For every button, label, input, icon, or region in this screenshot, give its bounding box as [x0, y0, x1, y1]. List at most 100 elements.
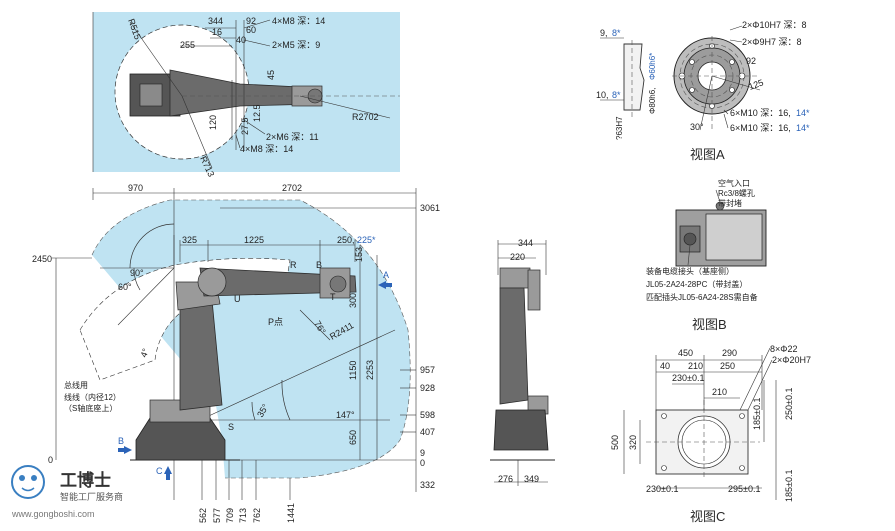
dim-1225: 1225 — [244, 235, 264, 245]
arrow-c — [164, 466, 172, 474]
va-dim-125: 125 — [747, 77, 765, 92]
dim-344-top: 344 — [208, 16, 223, 26]
vb-connector-2: JL05-2A24-28PC（带封盖） — [646, 279, 747, 289]
caption-view-c: 视图C — [690, 509, 725, 524]
label-t: T — [330, 292, 336, 302]
dim-2253: 2253 — [365, 360, 375, 380]
side-view: 970 2702 3061 2450 325 1225 250, 225* 15… — [32, 183, 440, 523]
arrow-a — [378, 281, 386, 289]
va-dim-10: 10, — [596, 90, 609, 100]
dim-713: 713 — [238, 508, 248, 523]
cable-label-3: （S轴底座上） — [64, 403, 117, 413]
label-c-arrow: C — [156, 466, 163, 476]
dim-928: 928 — [420, 383, 435, 393]
dim-300: 300 — [348, 293, 358, 308]
front-dim-276: 276 — [498, 474, 513, 484]
dim-762: 762 — [252, 508, 262, 523]
angle-147: 147° — [336, 410, 355, 420]
dim-970: 970 — [128, 183, 143, 193]
front-dim-220: 220 — [510, 252, 525, 262]
label-4xM8-top: 4×M8 深：14 — [272, 16, 325, 26]
dim-27-5: 27.5 — [240, 117, 250, 135]
label-b-arrow: B — [118, 436, 124, 446]
cable-label-2: 线线（内径12） — [64, 392, 121, 402]
view-a: 9, 8* 10, 8* Φ80h6, Φ60h6* ?63H7 2×Φ10H7… — [596, 20, 810, 162]
va-m10-b-alt: 14* — [796, 123, 810, 133]
vc-dim-290: 290 — [722, 348, 737, 358]
label-p-point: P点 — [268, 317, 283, 327]
va-dim-9: 9, — [600, 28, 608, 38]
dim-0-right: 0 — [420, 458, 425, 468]
dim-325: 325 — [182, 235, 197, 245]
dim-407: 407 — [420, 427, 435, 437]
caption-view-a: 视图A — [690, 147, 725, 162]
dim-1441: 1441 — [286, 503, 296, 523]
va-m10-a-alt: 14* — [796, 108, 810, 118]
dim-577: 577 — [212, 508, 222, 523]
vc-dim-500: 500 — [610, 435, 620, 450]
vb-air-1: 空气入口 — [718, 178, 750, 188]
front-view-wrist — [499, 267, 531, 289]
vb-connector-3: 匹配插头JL05-6A24-28S需自备 — [646, 292, 758, 302]
dim-255: 255 — [180, 40, 195, 50]
vc-dim-210a: 210 — [688, 361, 703, 371]
va-pin-10h7: 2×Φ10H7 深：8 — [742, 20, 806, 30]
dim-r2702: R2702 — [352, 112, 379, 122]
front-view: 344 220 276 349 — [490, 238, 555, 486]
vc-phi22: 8×Φ22 — [770, 344, 797, 354]
side-view-robot-base — [135, 417, 226, 461]
label-s: S — [228, 422, 234, 432]
view-b-connector — [683, 232, 697, 246]
top-view: R515 344 92 16 60 40 255 4×M8 深：14 2×M5 … — [92, 12, 400, 178]
va-angle-30: 30° — [690, 122, 704, 132]
dim-45: 45 — [266, 70, 276, 80]
va-dim-8b: 8* — [612, 90, 621, 100]
dim-16-top: 16 — [212, 27, 222, 37]
va-m10-b: 6×M10 深：16, — [730, 123, 791, 133]
vc-dim-40: 40 — [660, 361, 670, 371]
vc-dim-185bot: 185±0.1 — [784, 470, 794, 502]
front-dim-349: 349 — [524, 474, 539, 484]
angle-60: 60° — [118, 282, 132, 292]
va-dim-92: 92 — [746, 56, 756, 66]
logo-title: 工博士 — [60, 470, 111, 490]
caption-view-b: 视图B — [692, 317, 727, 332]
vc-dim-210b: 210 — [712, 387, 727, 397]
dim-650: 650 — [348, 430, 358, 445]
va-pin-9h7: 2×Φ9H7 深：8 — [742, 37, 801, 47]
label-u: U — [234, 294, 241, 304]
dim-225: 225* — [357, 235, 376, 245]
va-dim-8: 8* — [612, 28, 621, 38]
va-phi60: Φ60h6* — [648, 53, 657, 80]
label-2xM5: 2×M5 深：9 — [272, 40, 320, 50]
logo-url: www.gongboshi.com — [11, 509, 95, 519]
vb-air-3: 带封堵 — [718, 198, 742, 208]
view-a-flange-side — [623, 43, 645, 111]
front-dim-344: 344 — [518, 238, 533, 248]
dim-2450: 2450 — [32, 254, 52, 264]
label-2xM6: 2×M6 深：11 — [266, 132, 319, 142]
va-phi80: Φ80h6, — [648, 88, 657, 114]
dim-250-side: 250, — [337, 235, 355, 245]
vc-dim-185top: 185±0.1 — [752, 398, 762, 430]
label-r: R — [290, 260, 297, 270]
dim-957: 957 — [420, 365, 435, 375]
dim-92-top: 92 — [246, 16, 256, 26]
va-m10-a: 6×M10 深：16, — [730, 108, 791, 118]
dim-332: 332 — [420, 480, 435, 490]
dim-9: 9 — [420, 448, 425, 458]
vc-dim-450: 450 — [678, 348, 693, 358]
vc-dim-230top: 230±0.1 — [672, 373, 704, 383]
front-view-base — [493, 409, 549, 451]
vb-connector-1: 装备电缆接头（基座侧） — [646, 266, 734, 276]
dim-3061: 3061 — [420, 203, 440, 213]
logo-mascot-icon — [11, 465, 45, 499]
dim-2702: 2702 — [282, 183, 302, 193]
va-dim-63: ?63H7 — [615, 116, 624, 140]
dim-709: 709 — [225, 508, 235, 523]
dim-40-top: 40 — [236, 35, 246, 45]
dim-598: 598 — [420, 410, 435, 420]
front-view-lower-arm — [499, 287, 529, 405]
label-a: A — [383, 270, 389, 280]
